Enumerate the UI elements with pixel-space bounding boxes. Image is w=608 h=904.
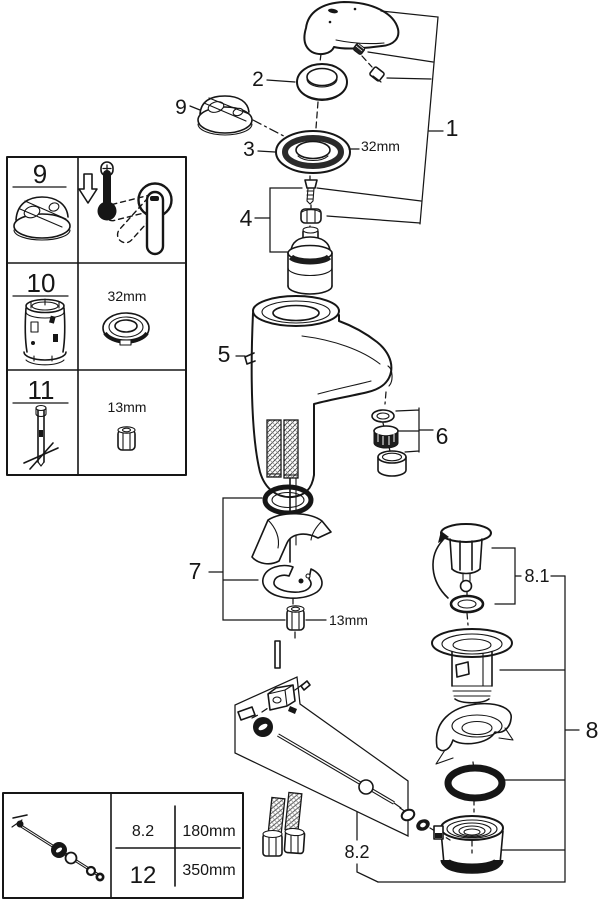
- pivot-grommet: [253, 717, 273, 737]
- bracket-part4: [254, 187, 303, 253]
- mounting-nut: [286, 605, 305, 631]
- table-rod-drawing: [11, 814, 105, 882]
- bracket-part82: [356, 811, 379, 883]
- pivot-pin: [274, 640, 281, 669]
- pivot-assembly-panel: [234, 676, 409, 837]
- handle-lever: [303, 1, 400, 56]
- legend-num-10: 10: [27, 268, 56, 298]
- handle-ring: [296, 63, 348, 101]
- legend-num-9: 9: [33, 159, 47, 189]
- fixing-screw: [304, 179, 318, 205]
- cartridge: [287, 226, 333, 295]
- legend-box: 9 10: [6, 156, 187, 476]
- label-part-2: 2: [252, 68, 264, 91]
- label-part-1: 1: [446, 115, 459, 141]
- drain-clamp: [435, 702, 514, 765]
- supply-hoses: [266, 419, 299, 479]
- table-length-350: 350mm: [182, 862, 235, 879]
- pivot-rod: [277, 733, 402, 809]
- rotate-arrow: [432, 531, 449, 599]
- leader-part2: [266, 79, 296, 83]
- handle-screw-cap: [369, 66, 385, 83]
- legend-handle-icon: [103, 182, 173, 256]
- label-part-8: 8: [586, 717, 599, 743]
- table-part-82: 8.2: [132, 823, 154, 840]
- label-dim-13mm: 13mm: [329, 612, 368, 628]
- legend-ring-drawing: [102, 312, 150, 346]
- legend-tool-drawing: [23, 404, 59, 470]
- aerator-insert: [373, 425, 399, 449]
- mounting-bracket: [262, 564, 323, 599]
- legend-dim-13mm: 13mm: [108, 399, 147, 415]
- leader-part3: [257, 150, 276, 153]
- legend-dim-32mm: 32mm: [108, 288, 147, 304]
- bracket-part1: [316, 10, 444, 225]
- label-part-8-2: 8.2: [344, 842, 369, 862]
- pivot-washers: [400, 808, 430, 831]
- fixing-nut: [300, 208, 322, 224]
- mounting-wedge: [251, 512, 332, 565]
- label-part-8-1: 8.1: [524, 566, 549, 586]
- label-part-3: 3: [243, 138, 255, 161]
- legend-cap-drawing: [13, 196, 71, 241]
- drain-oring: [444, 764, 506, 802]
- pivot-clamp-block: [237, 680, 311, 721]
- escutcheon-ring: [275, 130, 351, 174]
- leader-part9: [189, 105, 201, 111]
- drain-flange: [431, 628, 513, 704]
- mounting-oring: [262, 484, 314, 516]
- aerator-washer: [371, 409, 395, 423]
- label-part-9: 9: [175, 96, 187, 119]
- table-part-12: 12: [130, 862, 157, 889]
- bracket-part7: [208, 497, 286, 621]
- legend-num-11: 11: [28, 375, 55, 405]
- bracket-part81: [491, 547, 566, 605]
- aerator-sleeve: [377, 450, 407, 477]
- label-part-7: 7: [189, 558, 202, 584]
- legend-nut-drawing: [117, 426, 136, 451]
- label-part-5: 5: [218, 341, 231, 367]
- bracket-part6: [395, 407, 434, 453]
- cap-part9: [197, 95, 253, 136]
- bracket-part8: [377, 575, 580, 883]
- handle-set-screw: [352, 43, 366, 55]
- legend-thermometer-icon: [78, 161, 117, 221]
- hose-connectors: [262, 791, 306, 857]
- parts-table: 8.2 180mm 12 350mm: [2, 792, 244, 899]
- drain-knob: [440, 523, 492, 593]
- label-part-6: 6: [436, 423, 449, 449]
- drain-knob-washer: [449, 594, 485, 614]
- label-part-4: 4: [240, 205, 253, 231]
- drain-housing: [433, 815, 504, 874]
- table-length-180: 180mm: [182, 823, 235, 840]
- label-dim-32mm: 32mm: [361, 138, 400, 154]
- legend-cartridge-drawing: [23, 298, 67, 366]
